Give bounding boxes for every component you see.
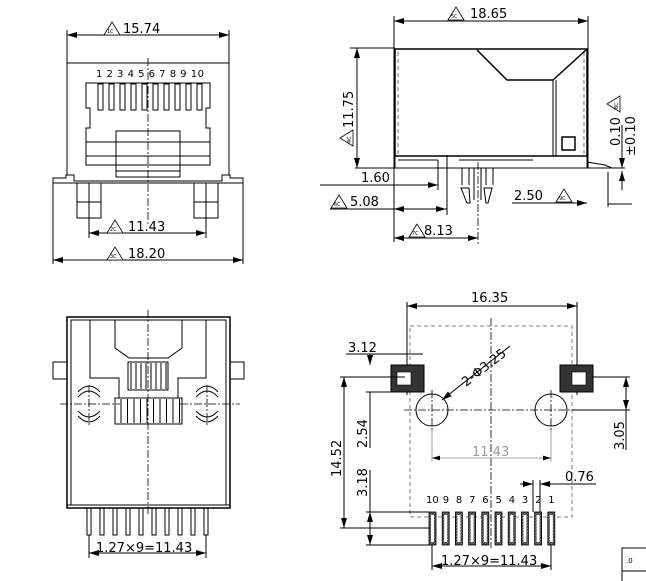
tag-5c: 5C <box>447 6 465 21</box>
footprint-pin-number: 2 <box>535 495 541 506</box>
svg-text:1C: 1C <box>107 29 114 35</box>
footprint-pin-drill <box>497 515 500 542</box>
title-block-text: .0 <box>626 557 633 565</box>
tag-7c: 7C <box>408 223 426 238</box>
rear-view: 1.27×9=11.43 <box>52 310 245 558</box>
svg-text:7C: 7C <box>412 231 419 237</box>
row-offset-dim: 3.18 <box>356 468 371 497</box>
front-contacts <box>97 83 203 111</box>
tag-4c: 4C <box>339 129 354 147</box>
footprint-pin-drill <box>536 515 540 542</box>
svg-text:5C: 5C <box>451 14 458 20</box>
footprint-pin-number: 7 <box>469 495 475 506</box>
footprint-pin-number: 9 <box>443 495 449 506</box>
tag-1c: 1C <box>103 21 121 36</box>
dim-1-60: 1.60 <box>361 171 390 186</box>
footprint-pin-drill <box>523 515 527 542</box>
rear-pin <box>203 507 209 536</box>
footprint-pin-number: 8 <box>456 495 462 506</box>
footprint-pin-drill <box>431 515 434 542</box>
front-contact <box>185 83 192 111</box>
footprint-pin-drill <box>470 515 474 542</box>
pin-numbers: 1 2 3 4 5 6 7 8 9 10 <box>96 69 204 80</box>
front-contact <box>152 83 159 111</box>
footprint-pin-number: 6 <box>482 495 488 506</box>
front-contact <box>141 83 148 111</box>
tag-2c: 2C <box>106 219 124 234</box>
rear-pin <box>177 507 183 536</box>
front-contact <box>174 83 181 111</box>
title-block: .0 <box>621 547 646 581</box>
svg-text:9C: 9C <box>559 196 566 202</box>
svg-text:2C: 2C <box>110 227 117 233</box>
svg-text:6C: 6C <box>334 202 341 208</box>
pin-width-dim: 0.76 <box>565 470 594 485</box>
rear-pin <box>164 507 170 536</box>
tag-8c: 8C <box>606 95 621 113</box>
footprint-pin-number: 3 <box>522 495 528 506</box>
rear-pins <box>86 507 209 536</box>
hole-label: 2-Φ3.25 <box>459 346 509 390</box>
tag-3c: 3C <box>106 246 124 261</box>
front-contact <box>119 83 126 111</box>
width-dim: 15.74 <box>123 22 160 37</box>
rear-pitch-dim: 1.27×9=11.43 <box>96 541 192 556</box>
front-contact <box>108 83 115 111</box>
svg-text:3C: 3C <box>110 254 117 260</box>
footprint-pin-drill <box>510 515 514 542</box>
tag-6c: 6C <box>330 194 348 209</box>
standoff-tolerance: ±0.10 <box>624 116 639 156</box>
post-spacing-dim: 11.43 <box>128 220 165 235</box>
pcb-footprint: 16.35 2-Φ3.25 11.43 3.12 14.52 2.54 3.18 <box>330 291 630 570</box>
footprint-pin-drill <box>549 515 553 542</box>
dim-2-50: 2.50 <box>514 189 543 204</box>
svg-text:4C: 4C <box>347 136 353 143</box>
rear-pin <box>151 507 157 536</box>
footprint-pin-drill <box>483 515 487 542</box>
footprint-pin-number: 1 <box>548 495 554 506</box>
footprint-pin-number: 10 <box>426 495 439 506</box>
flange-dim: 18.20 <box>128 247 165 262</box>
footprint-pin-drill <box>457 515 461 542</box>
footprint-pin-drill <box>444 515 448 542</box>
dim-5-08: 5.08 <box>350 195 379 210</box>
tag-9c: 9C <box>555 188 573 203</box>
rear-pin <box>190 507 196 536</box>
footprint-pitch-dim: 1.27×9=11.43 <box>441 554 537 569</box>
footprint-pin-number: 5 <box>496 495 502 506</box>
pad-to-hole-dim: 3.05 <box>613 421 628 450</box>
rear-pin <box>86 507 92 536</box>
side-view: 5C 18.65 11.75 4C 1.60 6C 5.08 7C 8.13 <box>320 6 639 245</box>
standoff-dim: 0.10 <box>609 117 624 146</box>
total-height-dim: 14.52 <box>330 440 345 477</box>
footprint-pin-number: 4 <box>509 495 515 506</box>
front-view: 1C 15.74 1 2 3 4 5 6 7 8 9 10 2C 11.43 3… <box>52 21 244 264</box>
rear-pin <box>99 507 105 536</box>
svg-text:8C: 8C <box>614 102 620 109</box>
front-contact <box>130 83 137 111</box>
front-contact <box>163 83 170 111</box>
front-contact <box>97 83 104 111</box>
pad-size-dim: 3.12 <box>348 341 377 356</box>
pad-span-dim: 16.35 <box>471 291 508 306</box>
hole-spacing-dim: 11.43 <box>472 445 509 460</box>
rear-contacts <box>120 363 180 423</box>
length-dim: 18.65 <box>470 7 507 22</box>
rear-pin <box>138 507 144 536</box>
rear-pin <box>125 507 131 536</box>
rear-pin <box>112 507 118 536</box>
hole-offset-dim: 2.54 <box>356 419 371 448</box>
height-dim: 11.75 <box>342 91 357 128</box>
front-contact <box>196 83 203 111</box>
dim-8-13: 8.13 <box>424 224 453 239</box>
